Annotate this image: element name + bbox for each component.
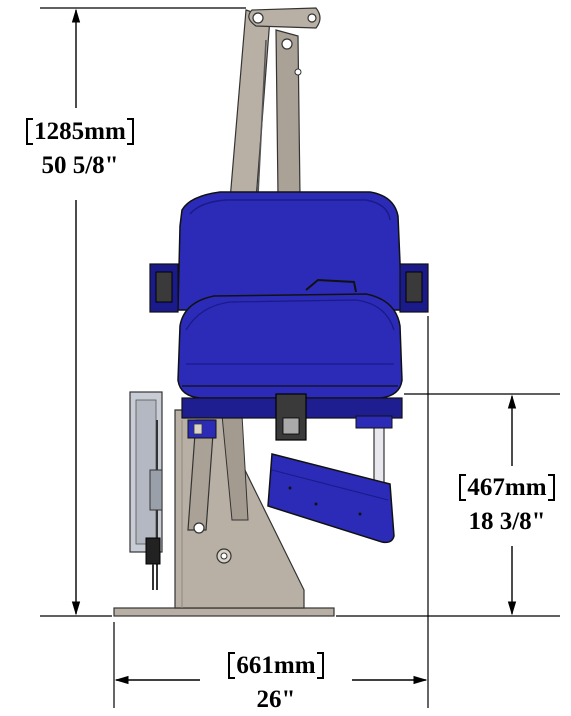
base-plate: [113, 607, 335, 617]
mast-rear: [275, 29, 301, 197]
seat-back: [177, 191, 403, 311]
dimension-lines: [40, 7, 560, 708]
seat-height-imperial: 18 3/8": [468, 508, 546, 535]
seat-bucket: [177, 293, 403, 399]
top-pivot-bolt-2: [307, 13, 317, 23]
top-pivot-bolt: [252, 12, 264, 24]
width-label: 661mm 26": [198, 652, 354, 714]
height-label: 1285mm 50 5/8": [8, 118, 152, 180]
mast: [229, 9, 271, 201]
width-imperial: 26": [256, 686, 296, 713]
seat-height-label: 467mm 18 3/8": [444, 474, 570, 536]
height-imperial: 50 5/8": [41, 152, 119, 179]
lift-illustration: [113, 7, 429, 617]
width-metric: 661mm: [228, 652, 324, 679]
top-arm: [248, 7, 321, 29]
height-metric: 1285mm: [26, 118, 134, 145]
footrest: [267, 453, 395, 544]
seat-height-metric: 467mm: [459, 474, 555, 501]
seat-handle: [305, 278, 357, 293]
